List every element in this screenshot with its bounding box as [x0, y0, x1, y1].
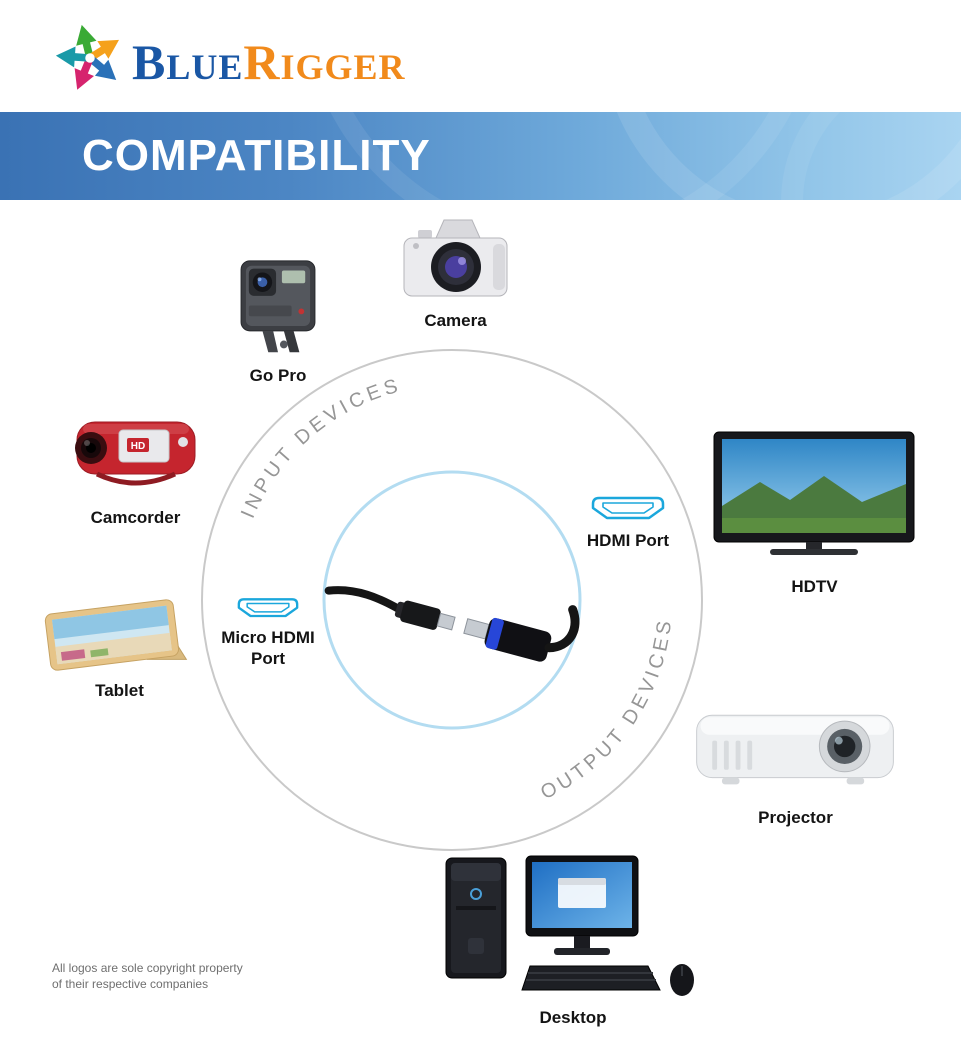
copyright-disclaimer-line2: of their respective companies	[52, 977, 209, 992]
hdmi-port-icon	[591, 496, 665, 520]
banner-swirl-decoration	[601, 112, 961, 200]
gopro-image	[240, 260, 316, 353]
banner-swirl-decoration	[781, 112, 961, 200]
compatibility-diagram: INPUT DEVICES OUTPUT DEVICES	[0, 200, 961, 1055]
desktop-image	[445, 855, 694, 996]
device-projector: Projector	[688, 688, 903, 828]
hdtv-image	[713, 431, 915, 555]
tablet-image	[44, 599, 188, 671]
projector-image	[696, 714, 894, 785]
device-hdtv: HDTV	[712, 430, 917, 597]
diagram-rings-and-cable: INPUT DEVICES OUTPUT DEVICES	[201, 349, 703, 851]
micro-hdmi-port-icon	[237, 598, 299, 618]
copyright-disclaimer: All logos are sole copyright property of…	[52, 960, 243, 992]
device-label-desktop: Desktop	[539, 1008, 607, 1027]
hdmi-port-label: HDMI Port	[586, 531, 670, 550]
outer-circle	[201, 349, 703, 851]
device-label-hdtv: HDTV	[791, 577, 838, 596]
micro-hdmi-plug-image	[324, 586, 456, 631]
bluerigger-star-icon	[55, 24, 120, 90]
device-label-gopro: Go Pro	[249, 366, 307, 385]
brand-header: BLUERIGGER	[0, 0, 961, 112]
compatibility-banner: COMPATIBILITY	[0, 112, 961, 200]
device-desktop: Desktop	[438, 852, 708, 1028]
camera-image	[403, 219, 508, 297]
brand-name: BLUERIGGER	[132, 34, 406, 95]
brand-word-blue: BLUE	[132, 34, 244, 90]
micro-hdmi-port-callout: Micro HDMI Port	[214, 596, 322, 670]
device-label-tablet: Tablet	[95, 681, 144, 700]
device-label-camcorder: Camcorder	[90, 508, 181, 527]
hdmi-port-callout: HDMI Port	[578, 494, 678, 551]
device-tablet: Tablet	[42, 593, 197, 701]
copyright-disclaimer-line1: All logos are sole copyright property	[52, 961, 243, 975]
device-gopro: Go Pro	[228, 255, 328, 386]
camcorder-hd-badge: HD	[131, 441, 145, 452]
device-camera: Camera	[398, 212, 513, 331]
device-camcorder: HD Camcorder	[63, 398, 208, 528]
brand-word-orange: RIGGER	[243, 34, 406, 90]
inner-circle	[322, 470, 582, 730]
hdmi-plug-image	[463, 605, 580, 662]
device-label-projector: Projector	[758, 808, 833, 827]
device-label-camera: Camera	[424, 311, 487, 330]
camcorder-image: HD	[75, 421, 196, 486]
banner-title: COMPATIBILITY	[82, 131, 431, 180]
micro-hdmi-port-label: Micro HDMI Port	[221, 628, 315, 669]
